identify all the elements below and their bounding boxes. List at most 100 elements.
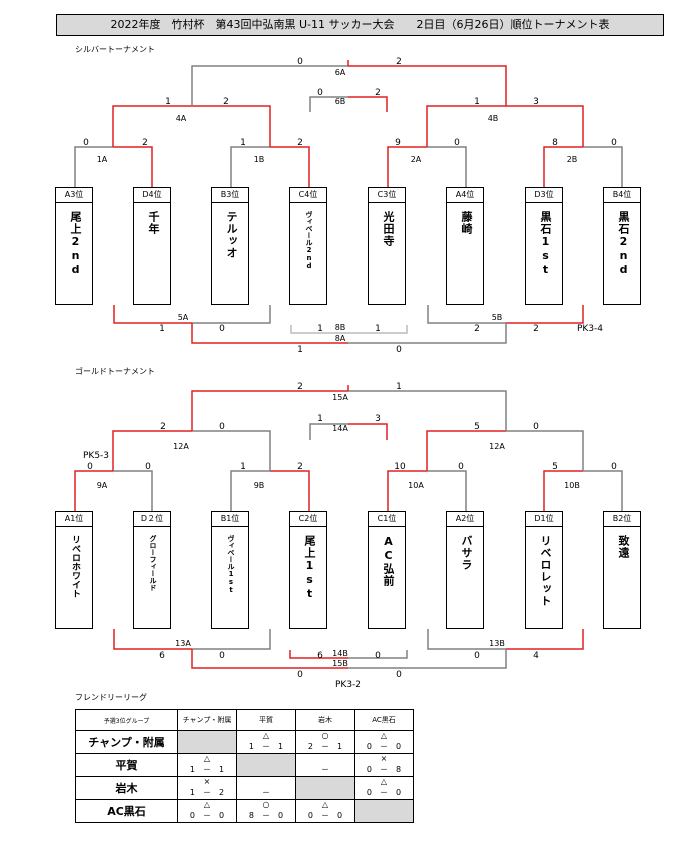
- score-2b-right: 0: [611, 138, 617, 148]
- team-position: B2位: [604, 512, 640, 527]
- gold-pk-top-note: PK5-3: [83, 451, 109, 461]
- team-name: 黒石1st: [539, 211, 552, 277]
- score-6a-right: 2: [396, 57, 402, 67]
- league-result-cell: ○8 － 0: [236, 799, 296, 823]
- silver-team-5: C3位 光田寺: [368, 187, 406, 305]
- match-12a-right-label: 12A: [489, 442, 505, 451]
- team-position: A1位: [56, 512, 92, 527]
- league-result-cell: △0 － 0: [354, 776, 414, 800]
- score-6b-left: 0: [317, 88, 323, 98]
- team-name: テルッオ: [225, 211, 238, 259]
- score-9a-right: 0: [145, 462, 151, 472]
- team-position: C2位: [290, 512, 326, 527]
- team-name: 黒石2nd: [617, 211, 630, 277]
- silver-team-8: B4位 黒石2nd: [603, 187, 641, 305]
- team-position: D4位: [134, 188, 170, 203]
- result-mark: △: [380, 777, 388, 786]
- bracket-line: [506, 305, 584, 324]
- bracket-line: [191, 65, 348, 106]
- league-self-cell: [295, 776, 355, 800]
- score-9b-right: 2: [297, 462, 303, 472]
- league-result-cell: △0 － 0: [295, 799, 355, 823]
- team-name: 尾上1st: [303, 535, 316, 601]
- match-10a-label: 10A: [408, 481, 424, 490]
- league-row-team: 平賀: [75, 753, 178, 777]
- match-5a-label: 5A: [178, 313, 189, 322]
- team-name: 藤崎: [460, 211, 473, 235]
- bracket-line: [348, 649, 507, 669]
- match-4a-label: 4A: [176, 114, 187, 123]
- match-13a-label: 13A: [175, 639, 191, 648]
- bracket-line: [543, 470, 583, 511]
- league-column-header: 平賀: [236, 709, 296, 731]
- match-2a-label: 2A: [411, 155, 422, 164]
- score-12a-left: 2: [160, 422, 166, 432]
- result-score: －: [262, 788, 270, 797]
- score-2b-left: 8: [552, 138, 558, 148]
- bracket-line: [230, 146, 270, 187]
- bracket-line: [426, 105, 506, 147]
- league-result-cell: －: [236, 776, 296, 800]
- silver-tournament-label: シルバートーナメント: [75, 45, 155, 54]
- score-14a-right: 3: [375, 414, 381, 424]
- team-name: ヴィベール1st: [227, 535, 235, 594]
- league-header-row: 予選3位グループ チャンプ・附属 平賀 岩木 AC黒石: [75, 709, 414, 731]
- silver-team-6: A4位 藤崎: [446, 187, 484, 305]
- score-10b-left: 5: [552, 462, 558, 472]
- score-14a-left: 1: [317, 414, 323, 424]
- bracket-line: [427, 305, 506, 324]
- bracket-line: [583, 146, 623, 187]
- match-12a-label: 12A: [173, 442, 189, 451]
- result-mark: △: [262, 731, 270, 740]
- team-position: D２位: [134, 512, 170, 527]
- league-self-cell: [236, 753, 296, 777]
- score-15a-right: 1: [396, 382, 402, 392]
- score-4a-right: 2: [223, 97, 229, 107]
- score-8a-left: 1: [297, 345, 303, 355]
- team-name: リベロレット: [539, 535, 552, 607]
- match-9b-label: 9B: [254, 481, 265, 490]
- score-13b-left: 0: [474, 651, 480, 661]
- friendly-league-label: フレンドリーリーグ: [75, 693, 147, 702]
- bracket-line: [348, 650, 408, 659]
- score-5a-right: 0: [219, 324, 225, 334]
- score-4b-right: 3: [533, 97, 539, 107]
- match-4b-label: 4B: [488, 114, 499, 123]
- score-5b-left: 2: [474, 324, 480, 334]
- page-title: 2022年度 竹村杯 第43回中弘南黒 U-11 サッカー大会 2日目（6月26…: [56, 14, 664, 36]
- gold-team-4: C2位 尾上1st: [289, 511, 327, 629]
- bracket-line: [191, 649, 348, 669]
- match-15a-label: 15A: [332, 393, 348, 402]
- match-1a-label: 1A: [97, 155, 108, 164]
- score-1a-right: 2: [142, 138, 148, 148]
- bracket-line: [192, 629, 271, 650]
- league-result-cell: △0 － 0: [177, 799, 237, 823]
- league-result-cell: ○2 － 1: [295, 730, 355, 754]
- bracket-line: [289, 650, 348, 659]
- result-mark: ×: [380, 754, 388, 763]
- league-row-team: 岩木: [75, 776, 178, 800]
- result-score: 0 － 0: [366, 742, 402, 751]
- silver-team-3: B3位 テルッオ: [211, 187, 249, 305]
- team-position: A2位: [447, 512, 483, 527]
- result-mark: △: [203, 754, 211, 763]
- team-name: 光田寺: [382, 211, 395, 247]
- result-score: 0 － 0: [189, 811, 225, 820]
- match-2b-label: 2B: [567, 155, 578, 164]
- league-result-cell: －: [295, 753, 355, 777]
- bracket-line: [506, 105, 584, 147]
- bracket-line: [387, 146, 427, 187]
- score-14b-right: 0: [375, 651, 381, 661]
- bracket-line: [74, 146, 113, 187]
- league-row: AC黒石△0 － 0○8 － 0△0 － 0: [75, 799, 414, 823]
- score-2a-left: 9: [395, 138, 401, 148]
- score-13a-right: 0: [219, 651, 225, 661]
- score-8a-right: 0: [396, 345, 402, 355]
- match-13b-label: 13B: [489, 639, 505, 648]
- score-9b-left: 1: [240, 462, 246, 472]
- bracket-line: [387, 470, 427, 511]
- bracket-line: [543, 146, 583, 187]
- match-14b-label: 14B: [332, 649, 348, 658]
- bracket-line: [583, 470, 623, 511]
